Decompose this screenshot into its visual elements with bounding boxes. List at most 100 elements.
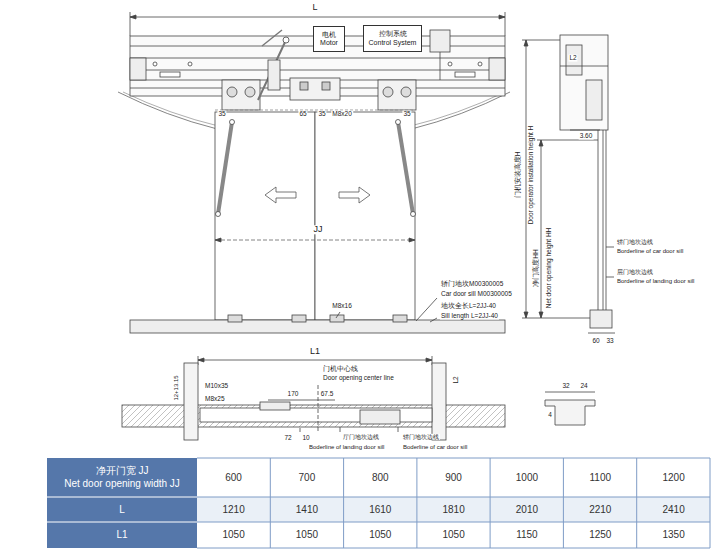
- table-cell: 900: [444, 472, 463, 483]
- drawing-stroke: [47, 497, 197, 498]
- drawing-stroke: [432, 363, 446, 440]
- drawing-stroke: [258, 40, 286, 100]
- drawing-stroke: [340, 427, 341, 432]
- dimension-label: 60: [591, 338, 600, 345]
- drawing-stroke: [130, 17, 505, 18]
- table-cell: 1250: [588, 530, 612, 541]
- drawing-stroke: [489, 58, 505, 80]
- table-cell: 1210: [221, 504, 245, 515]
- dimension-label: 轿门地坎边线: [402, 434, 440, 440]
- drawing-stroke: [130, 320, 505, 333]
- drawing-stroke: [318, 385, 319, 432]
- drawing-stroke: [411, 212, 416, 217]
- dimension-label: L: [311, 3, 318, 12]
- dimension-label: 3.60: [579, 133, 594, 140]
- drawing-stroke: [153, 62, 157, 66]
- dimension-label: Door operator installation height H: [528, 125, 535, 226]
- drawing-stroke: [598, 130, 599, 310]
- component-label: 电机: [322, 31, 336, 39]
- drawing-stroke: [222, 80, 260, 110]
- dimension-label: L1: [309, 347, 321, 356]
- dimension-label: 门机安装高度H: [515, 151, 522, 200]
- dimension-label: 4: [547, 412, 553, 419]
- dimension-label: M8x20: [331, 111, 353, 118]
- drawing-stroke: [218, 122, 232, 214]
- dimension-label: 35: [217, 111, 226, 118]
- drawing-stroke: [215, 110, 415, 111]
- table-cell: 800: [371, 472, 390, 483]
- dimension-label: M8x25: [204, 396, 226, 403]
- dimension-label: 轿门地坎M00300005: [440, 281, 504, 288]
- drawing-stroke: [606, 130, 607, 310]
- side-view: [522, 35, 615, 333]
- dimension-label: Net door opening height HH: [546, 227, 553, 310]
- drawing-stroke: [228, 315, 242, 322]
- drawing-stroke: [215, 112, 315, 320]
- dimension-label: 67.5: [320, 391, 335, 398]
- dimension-label: 层门地坎边线: [616, 269, 654, 275]
- dimension-label: 12+13.15: [173, 374, 179, 401]
- drawing-stroke: [160, 72, 180, 77]
- drawing-stroke: [455, 72, 475, 77]
- drawing-stroke: [197, 458, 710, 497]
- drawing-stroke: [262, 30, 282, 46]
- drawing-stroke: [545, 400, 595, 425]
- drawing-stroke: [401, 87, 411, 97]
- table-cell: Net door opening width JJ: [63, 479, 181, 490]
- drawing-stroke: [197, 458, 710, 548]
- drawing-stroke: [586, 80, 602, 120]
- drawing-stroke: [505, 12, 506, 36]
- drawing-stroke: [563, 458, 564, 548]
- drawing-stroke: [300, 428, 301, 432]
- drawing-stroke: [524, 40, 543, 318]
- drawing-stroke: [197, 497, 710, 498]
- drawing-stroke: [198, 358, 432, 362]
- dimension-label: 65: [298, 111, 307, 118]
- table-cell: 2010: [515, 504, 539, 515]
- drawing-stroke: [522, 40, 560, 41]
- drawing-stroke: [560, 35, 608, 130]
- dimension-label: Borderline of car door sill: [616, 248, 684, 254]
- component-box: 控制系统Control System: [363, 25, 422, 52]
- drawing-stroke: [130, 12, 131, 36]
- drawing-stroke: [130, 58, 505, 59]
- drawing-stroke: [416, 298, 437, 321]
- drawing-stroke: [197, 522, 710, 523]
- drawing-stroke: [270, 458, 271, 548]
- table-cell: 1350: [661, 530, 685, 541]
- component-label: Motor: [320, 39, 338, 47]
- dimension-label: 35: [317, 111, 326, 118]
- dimension-label: 厅门地坎边线: [342, 434, 380, 440]
- table-cell: 2410: [661, 504, 685, 515]
- component-box: 电机Motor: [313, 26, 345, 52]
- drawing-stroke: [566, 45, 582, 75]
- table-cell: 1150: [515, 530, 539, 541]
- table-cell: 1050: [368, 530, 392, 541]
- drawing-stroke: [300, 82, 308, 90]
- drawing-stroke: [343, 458, 344, 548]
- drawing-stroke: [47, 497, 197, 522]
- drawing-stroke: [603, 130, 604, 310]
- dimension-label: 地坎全长L=2JJ-40: [440, 303, 497, 310]
- drawing-stroke: [322, 82, 330, 90]
- drawing-stroke: [216, 212, 221, 217]
- dimension-label: 轿门地坎边线: [616, 239, 654, 245]
- drawing-stroke: [197, 522, 710, 548]
- drawing-stroke: [440, 52, 441, 80]
- component-label: Control System: [369, 39, 417, 47]
- drawing-stroke: [197, 458, 710, 459]
- table-cell: 700: [298, 472, 317, 483]
- drawing-stroke: [230, 120, 235, 125]
- drawing-stroke: [490, 458, 491, 548]
- drawing-stroke: [710, 458, 711, 548]
- plan-view: [122, 356, 595, 440]
- table-cell: 1410: [295, 504, 319, 515]
- dimension-label: Car door sill M00300005: [440, 291, 513, 298]
- drawing-stroke: [448, 62, 452, 66]
- dimension-label: 10: [301, 435, 310, 442]
- table-cell: L: [118, 504, 126, 515]
- drawing-stroke: [588, 333, 615, 334]
- table-cell: 1050: [295, 530, 319, 541]
- drawing-stroke: [197, 548, 710, 549]
- dimension-label: L2: [453, 375, 460, 384]
